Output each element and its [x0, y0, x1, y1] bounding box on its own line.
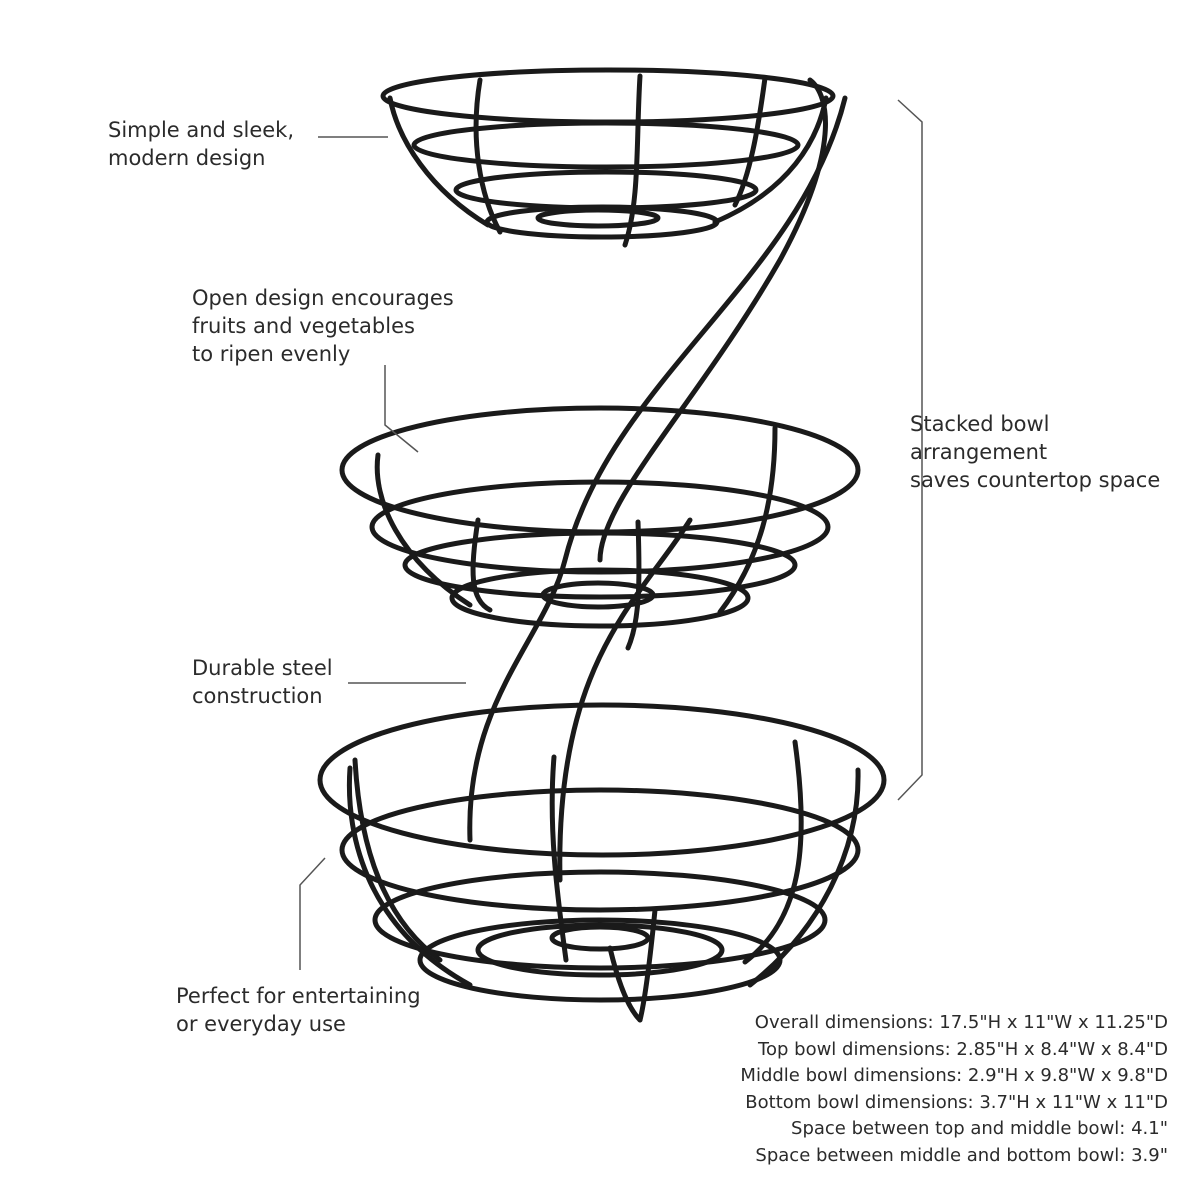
callout-open-design: Open design encourages fruits and vegeta… — [192, 284, 454, 368]
dimension-space-top-middle: Space between top and middle bowl: 4.1" — [791, 1118, 1168, 1139]
dimensions-list: Overall dimensions: 17.5"H x 11"W x 11.2… — [740, 1010, 1168, 1169]
middle-bowl — [339, 405, 861, 651]
callout-stacked-bowls: Stacked bowl arrangement saves counterto… — [910, 410, 1160, 494]
callout-durable-steel: Durable steel construction — [192, 654, 333, 710]
callout-line: saves countertop space — [910, 468, 1161, 492]
callout-line: Stacked bowl — [910, 412, 1050, 436]
callout-line: Perfect for entertaining — [176, 984, 421, 1008]
bottom-bowl — [317, 702, 887, 1023]
callout-line: arrangement — [910, 440, 1048, 464]
top-bowl — [380, 67, 836, 248]
dimension-top-bowl: Top bowl dimensions: 2.85"H x 8.4"W x 8.… — [758, 1038, 1168, 1060]
callout-line: to ripen evenly — [192, 342, 351, 366]
callout-line: fruits and vegetables — [192, 314, 415, 338]
callout-line: Simple and sleek, — [108, 118, 295, 142]
callout-line: Open design encourages — [192, 286, 454, 310]
callout-everyday-use: Perfect for entertaining or everyday use — [176, 982, 421, 1038]
callout-leader-lines — [299, 99, 923, 970]
dimension-space-middle-bottom: Space between middle and bottom bowl: 3.… — [755, 1144, 1168, 1166]
callout-simple-design: Simple and sleek, modern design — [108, 116, 294, 172]
dimension-middle-bowl: Middle bowl dimensions: 2.9"H x 9.8"W x … — [740, 1065, 1168, 1086]
s-support-frame — [467, 77, 848, 883]
dimension-bottom-bowl: Bottom bowl dimensions: 3.7"H x 11"W x 1… — [745, 1091, 1168, 1113]
callout-line: or everyday use — [176, 1012, 346, 1036]
callout-line: construction — [192, 684, 323, 708]
callout-line: Durable steel — [192, 656, 333, 680]
dimension-overall: Overall dimensions: 17.5"H x 11"W x 11.2… — [754, 1012, 1168, 1033]
callout-line: modern design — [108, 146, 266, 170]
